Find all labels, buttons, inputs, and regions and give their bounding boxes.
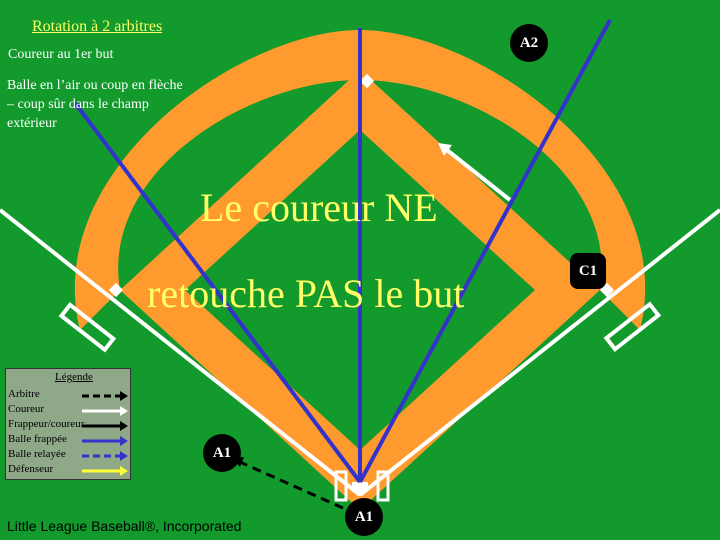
umpire-a1-home-marker: A1 <box>345 498 383 536</box>
legend-label: Défenseur <box>8 463 54 475</box>
umpire-a1-position-marker: A1 <box>203 434 241 472</box>
left-coach-box <box>58 302 117 353</box>
runner-path <box>445 148 512 202</box>
main-text-line-1: Le coureur NE <box>200 185 438 230</box>
legend-swatch-coureur <box>82 406 128 416</box>
outfield-warning-track <box>74 30 646 330</box>
second-base <box>359 73 375 89</box>
legend-label: Frappeur/coureur <box>8 418 85 430</box>
legend-swatch-frappeur <box>82 421 128 431</box>
hit-ball-path-right <box>358 19 612 483</box>
left-foul-line <box>0 208 362 497</box>
right-batter-box <box>376 470 390 502</box>
legend-swatch-balle-frappee <box>82 436 128 446</box>
legend-swatch-arbitre <box>82 391 128 401</box>
legend-title: Légende <box>55 371 93 383</box>
hit-ball-path-left <box>73 101 362 484</box>
umpire-path <box>239 460 344 510</box>
legend-swatch-defenseur <box>82 466 128 476</box>
play-description: Balle en l’air ou coup en flèche – coup … <box>7 78 183 131</box>
page-title: Rotation à 2 arbitres <box>32 18 163 35</box>
legend-label: Coureur <box>8 403 45 415</box>
home-plate <box>352 482 368 496</box>
left-batter-box <box>334 470 348 502</box>
legend-label: Balle frappée <box>8 433 67 445</box>
legend-box: Légende Arbitre Coureur Frappeur/coureur… <box>5 368 131 480</box>
main-text-line-2: retouche PAS le but <box>147 271 465 316</box>
coach-c1-marker: C1 <box>570 253 606 289</box>
right-coach-box <box>603 301 662 352</box>
legend-swatch-balle-relayee <box>82 451 128 461</box>
umpire-a2-marker: A2 <box>510 24 548 62</box>
situation-subtitle: Coureur au 1er but <box>8 47 114 62</box>
legend-label: Balle relayée <box>8 448 66 460</box>
third-base <box>108 282 124 298</box>
right-foul-line <box>358 208 720 497</box>
runner-arrowhead <box>438 143 452 156</box>
legend-label: Arbitre <box>8 388 40 400</box>
copyright-text: Little League Baseball®, Incorporated <box>7 518 242 534</box>
